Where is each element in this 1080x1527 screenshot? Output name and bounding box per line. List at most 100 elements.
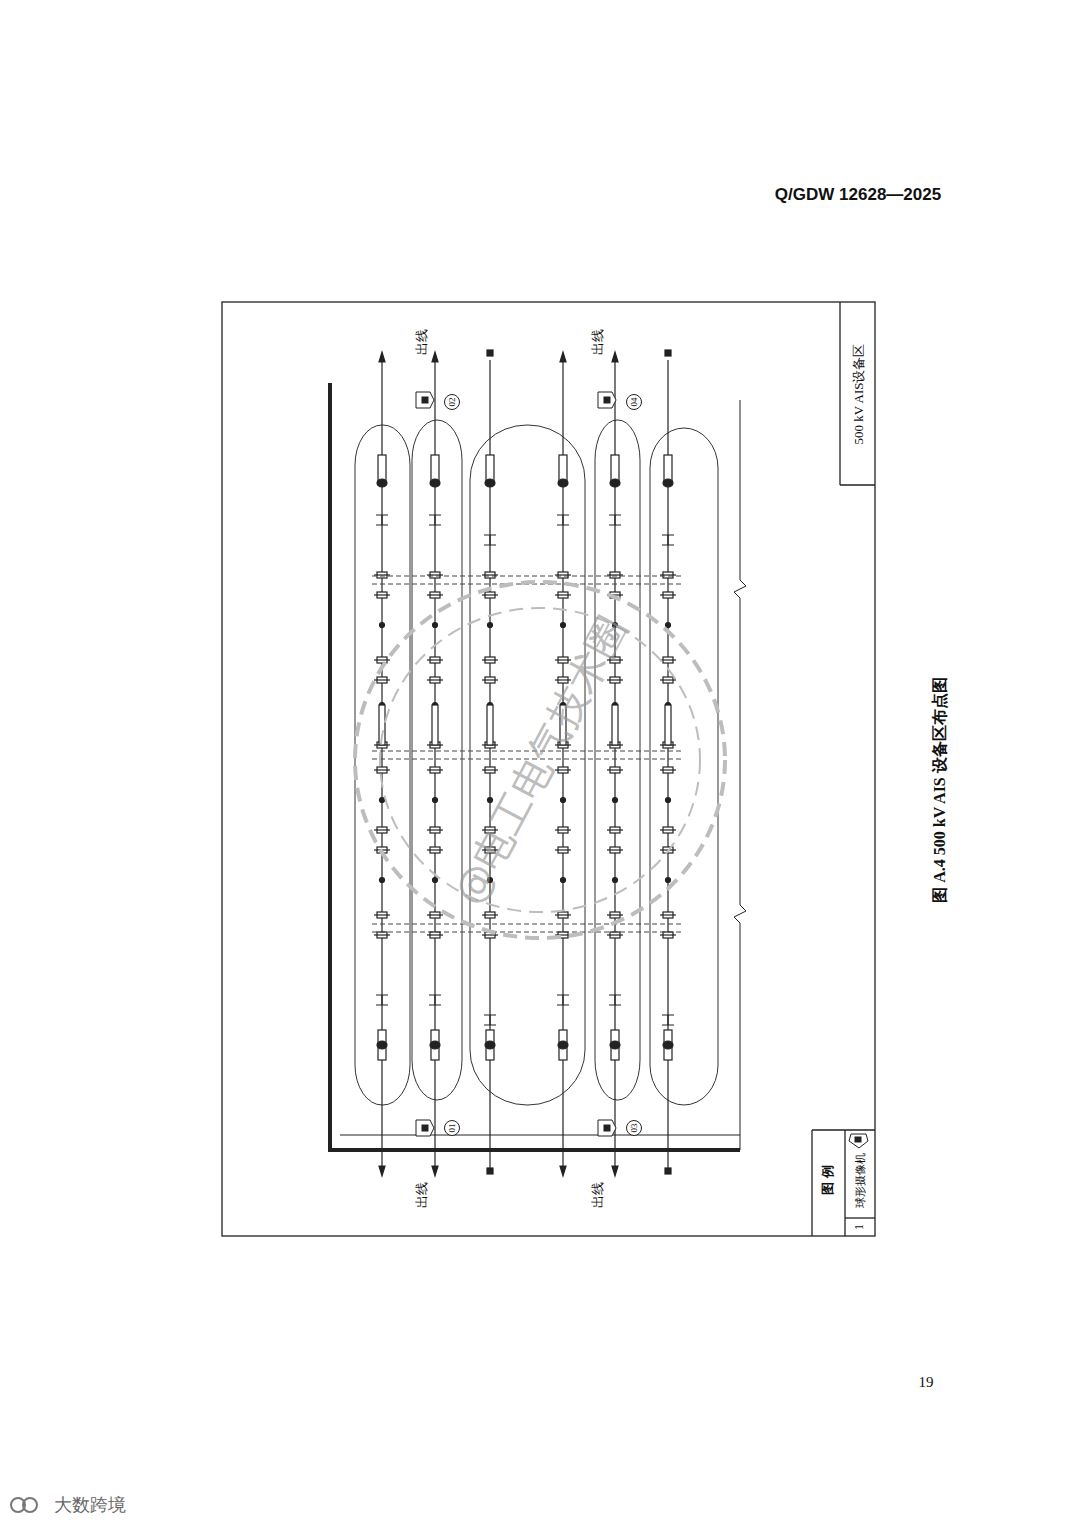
outgoing-line-label: 出线	[415, 1182, 429, 1208]
title-box: 500 kV AIS设备区	[840, 302, 875, 485]
equipment-part	[609, 995, 621, 1005]
outgoing-line-label: 出线	[591, 1182, 605, 1208]
equipment-part	[380, 623, 385, 628]
equipment-part	[427, 659, 443, 660]
equipment-part	[374, 594, 390, 595]
equipment-part	[427, 594, 443, 595]
watermark-logo	[11, 1498, 37, 1512]
equipment-part	[482, 679, 498, 680]
bay-line	[660, 350, 676, 1174]
camera-symbol	[416, 392, 434, 408]
equipment-part	[427, 914, 443, 915]
frame	[222, 302, 875, 1236]
equipment-part	[427, 574, 443, 575]
equipment-part	[598, 392, 616, 408]
equipment-part	[374, 769, 390, 770]
equipment-part	[555, 574, 571, 575]
equipment-part	[427, 679, 443, 680]
legend-heading: 图 例	[821, 1165, 835, 1194]
equipment-part	[607, 934, 623, 935]
node-text: 04	[630, 398, 639, 407]
node-text: 02	[448, 398, 457, 407]
camera-symbol	[416, 1120, 434, 1136]
equipment-part	[416, 1120, 434, 1136]
equipment-part	[665, 350, 671, 356]
equipment-part	[487, 1168, 493, 1174]
equipment-part	[482, 594, 498, 595]
equipment-part	[433, 798, 438, 803]
equipment-part	[482, 769, 498, 770]
equipment-part	[604, 397, 610, 403]
bay-line	[374, 352, 390, 1176]
equipment-part	[379, 352, 385, 362]
equipment-part	[374, 679, 390, 680]
callout-number: 01	[444, 1120, 460, 1136]
equipment-part	[377, 1041, 387, 1049]
equipment-part	[660, 829, 676, 830]
equipment-part	[431, 1030, 439, 1060]
equipment-part	[607, 849, 623, 850]
equipment-part	[416, 392, 434, 408]
equipment-part	[598, 1120, 616, 1136]
callout-number: 02	[444, 394, 460, 410]
equipment-part	[372, 576, 682, 577]
bay-equipment	[372, 350, 682, 1176]
equipment-part	[374, 914, 390, 915]
page-header: Q/GDW 12628—2025	[775, 186, 941, 205]
wall	[330, 383, 746, 1152]
equipment-part	[487, 350, 493, 356]
equipment-part	[660, 769, 676, 770]
equipment-part	[612, 705, 618, 745]
equipment-part	[607, 769, 623, 770]
equipment-part	[663, 1041, 673, 1049]
watermark-ring	[355, 582, 725, 938]
equipment-part	[484, 535, 496, 545]
legend-number: 1	[853, 1224, 866, 1230]
equipment-part	[612, 1166, 618, 1176]
equipment-part	[422, 1125, 428, 1131]
watermark: @电工电气技术圈	[445, 608, 634, 911]
equipment-part	[664, 1030, 672, 1060]
equipment-part	[433, 623, 438, 628]
equipment-part	[430, 479, 440, 487]
node-text: 500 kV AIS设备区	[851, 343, 864, 444]
equipment-part	[555, 914, 571, 915]
outgoing-line-label: 出线	[415, 329, 429, 355]
equipment-part	[612, 352, 618, 362]
coverage-outline	[355, 420, 718, 1105]
equipment-part	[662, 535, 674, 545]
equipment-part	[380, 798, 385, 803]
outgoing-line-label: 出线	[591, 329, 605, 355]
equipment-part	[561, 623, 566, 628]
equipment-part	[429, 995, 441, 1005]
equipment-part	[561, 878, 566, 883]
equipment-part	[486, 1030, 494, 1060]
equipment-part	[613, 878, 618, 883]
equipment-part	[558, 479, 568, 487]
equipment-part	[374, 574, 390, 575]
equipment-part	[660, 574, 676, 575]
equipment-part	[379, 1166, 385, 1176]
equipment-part	[666, 623, 671, 628]
camera-symbol	[598, 392, 616, 408]
equipment-part	[432, 352, 438, 362]
node-text: 03	[630, 1124, 639, 1133]
bay-line	[482, 350, 498, 1174]
equipment-part	[660, 679, 676, 680]
equipment-part	[372, 932, 682, 933]
equipment-part	[376, 995, 388, 1005]
equipment-part	[377, 479, 387, 487]
equipment-part	[604, 1125, 610, 1131]
equipment-part	[432, 1166, 438, 1176]
equipment-part	[560, 352, 566, 362]
equipment-part	[555, 849, 571, 850]
equipment-part	[663, 479, 673, 487]
legend-camera-symbol	[849, 1134, 868, 1148]
watermark: 大数跨境	[54, 1495, 126, 1515]
equipment-part	[482, 934, 498, 935]
equipment-part	[433, 878, 438, 883]
equipment-part	[666, 798, 671, 803]
bay-line	[427, 352, 443, 1176]
equipment-part	[374, 829, 390, 830]
equipment-part	[560, 1166, 566, 1176]
